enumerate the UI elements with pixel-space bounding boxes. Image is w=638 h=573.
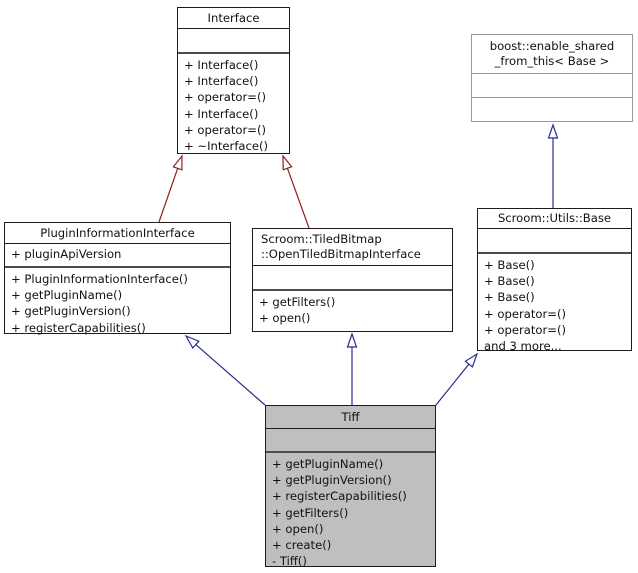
class-methods: + Base() + Base() + Base() + operator=()… xyxy=(478,254,631,354)
method-item: + Base() xyxy=(484,274,535,289)
method-item: + getPluginVersion() xyxy=(272,473,392,488)
method-item: + getPluginName() xyxy=(11,288,123,303)
class-attributes-empty xyxy=(253,266,452,291)
method-item: + registerCapabilities() xyxy=(11,320,146,335)
class-methods: + PluginInformationInterface() + getPlug… xyxy=(5,268,230,336)
method-item: + operator=() xyxy=(484,322,567,337)
class-box-tiff-current: Tiff + getPluginName() + getPluginVersio… xyxy=(265,405,436,569)
method-item: + open() xyxy=(272,521,324,536)
method-item: + Interface() xyxy=(184,58,259,72)
method-item: + registerCapabilities() xyxy=(272,489,407,504)
method-item: + getPluginVersion() xyxy=(11,304,131,319)
edge-tiff-to-plugininformationinterface xyxy=(184,334,266,406)
class-box-plugininformationinterface[interactable]: PluginInformationInterface + pluginApiVe… xyxy=(4,222,231,336)
method-item-more: and 3 more... xyxy=(484,339,562,354)
edge-plugininformationinterface-to-interface xyxy=(158,154,183,223)
class-attributes-empty xyxy=(178,29,289,54)
method-item: + create() xyxy=(272,538,332,553)
method-item: + getFilters() xyxy=(259,295,336,309)
class-box-boost-enable-shared-from-this[interactable]: boost::enable_shared _from_this< Base > xyxy=(471,34,633,122)
class-attributes: + pluginApiVersion xyxy=(5,244,230,268)
class-title: Interface xyxy=(178,8,289,29)
method-item: + getPluginName() xyxy=(272,457,384,471)
method-item: + Base() xyxy=(484,258,535,272)
edge-tiff-to-opentiledbitmapinterface xyxy=(346,332,358,405)
method-item: + operator=() xyxy=(484,306,567,321)
class-methods-empty xyxy=(472,98,632,101)
attribute-item: + pluginApiVersion xyxy=(11,247,122,261)
class-box-opentiledbitmapinterface[interactable]: Scroom::TiledBitmap ::OpenTiledBitmapInt… xyxy=(252,228,453,332)
method-item: + operator=() xyxy=(184,122,267,137)
method-item: + operator=() xyxy=(184,90,267,105)
class-attributes-empty xyxy=(472,74,632,98)
class-title: Tiff xyxy=(266,406,435,429)
class-title: boost::enable_shared _from_this< Base > xyxy=(472,35,632,74)
method-item: + Interface() xyxy=(184,74,259,89)
class-box-scroom-utils-base[interactable]: Scroom::Utils::Base + Base() + Base() + … xyxy=(477,208,632,354)
class-attributes-empty xyxy=(266,429,435,453)
class-title-line: ::OpenTiledBitmapInterface xyxy=(261,247,421,261)
class-box-interface[interactable]: Interface + Interface() + Interface() + … xyxy=(177,7,290,154)
method-item: + open() xyxy=(259,311,311,326)
method-item: - Tiff() xyxy=(272,554,307,569)
edge-tiff-to-base xyxy=(435,352,479,406)
class-methods: + Interface() + Interface() + operator=(… xyxy=(178,54,289,154)
method-item: + Base() xyxy=(484,290,535,305)
method-item: + PluginInformationInterface() xyxy=(11,272,188,286)
class-title-line: Scroom::TiledBitmap xyxy=(261,232,382,246)
method-item: + Interface() xyxy=(184,106,259,121)
edge-opentiledbitmapinterface-to-interface xyxy=(282,154,310,229)
class-title: Scroom::TiledBitmap ::OpenTiledBitmapInt… xyxy=(253,229,452,266)
class-title: Scroom::Utils::Base xyxy=(478,209,631,229)
class-attributes-empty xyxy=(478,229,631,254)
class-methods: + getPluginName() + getPluginVersion() +… xyxy=(266,453,435,569)
class-title-line: _from_this< Base > xyxy=(494,54,610,68)
class-title: PluginInformationInterface xyxy=(5,223,230,244)
method-item: + ~Interface() xyxy=(184,139,269,154)
method-item: + getFilters() xyxy=(272,505,349,520)
edge-base-to-boost xyxy=(547,123,559,208)
class-methods: + getFilters() + open() xyxy=(253,291,452,326)
class-title-line: boost::enable_shared xyxy=(489,39,615,53)
